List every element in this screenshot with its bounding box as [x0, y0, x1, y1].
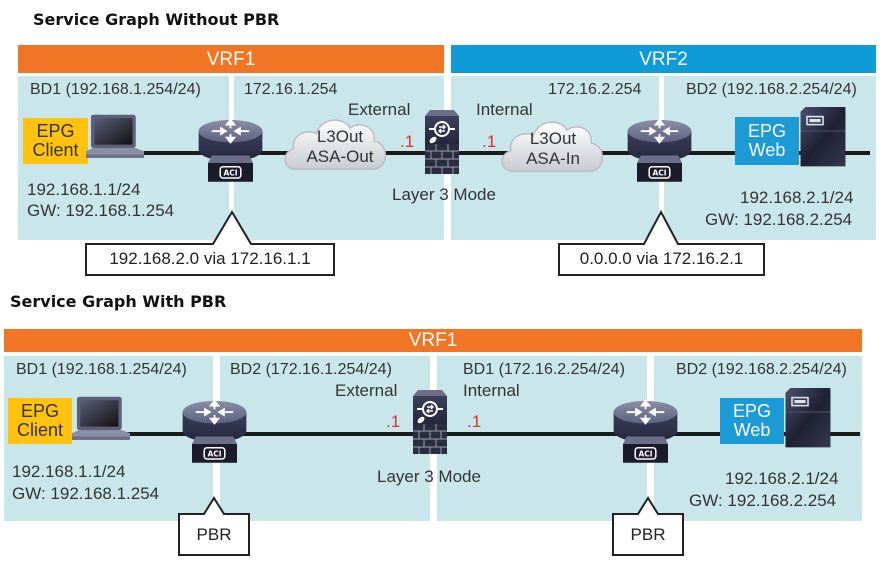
epg-text: EPG [36, 121, 75, 142]
server-icon [799, 106, 847, 168]
web-ip: 192.168.2.1/24 [740, 188, 854, 207]
default-route-callout: 0.0.0.0 via 172.16.2.1 [579, 249, 744, 268]
internal-ip-suffix: .1 [482, 132, 497, 151]
cloud-text: L3Out [316, 127, 364, 146]
cloud-text: ASA-Out [306, 146, 374, 166]
cloud-text: ASA-In [526, 148, 580, 168]
epg-text: EPG [747, 121, 786, 142]
client-gateway: GW: 192.168.1.254 [27, 201, 175, 220]
epg-text: Client [32, 140, 79, 160]
panel-bd1-internal [437, 356, 647, 521]
callout-shape [558, 209, 765, 276]
callout-shape [85, 210, 335, 276]
vrf1-bar: VRF1 [4, 329, 862, 352]
client-ip: 192.168.1.1/24 [27, 180, 141, 199]
l3out-asa-out-label: L3Out ASA-Out [305, 127, 375, 166]
l3out-asa-in-label: L3Out ASA-In [518, 129, 588, 168]
external-label: External [348, 100, 411, 119]
aci-leaf-switch-icon [197, 118, 264, 183]
firewall-mode-label: Layer 3 Mode [377, 467, 481, 486]
laptop-icon [72, 396, 130, 440]
panel-label: BD2 (192.168.2.254/24) [676, 361, 847, 378]
pbr-callout: PBR [630, 525, 666, 544]
epg-text: Web [733, 420, 771, 440]
firewall-icon [424, 110, 460, 175]
client-gateway: GW: 192.168.1.254 [12, 484, 160, 503]
internal-label: Internal [463, 381, 520, 400]
epg-text: Web [748, 140, 786, 160]
panel-label: 172.16.2.254 [548, 81, 642, 98]
network-link [115, 432, 860, 436]
heading-without-pbr: Service Graph Without PBR [33, 10, 280, 29]
aci-leaf-switch-icon [612, 399, 679, 464]
panel-label: 172.16.1.254 [244, 81, 338, 98]
laptop-icon [86, 114, 144, 158]
vrf1-bar: VRF1 [18, 45, 444, 73]
pbr-callout: PBR [196, 525, 232, 544]
web-gateway: GW: 192.168.2.254 [705, 210, 853, 229]
cloud-text: L3Out [529, 129, 577, 148]
external-label: External [335, 381, 398, 400]
epg-web-label: EPG Web [735, 117, 799, 165]
client-ip: 192.168.1.1/24 [12, 462, 126, 481]
epg-client-label: EPG Client [8, 398, 72, 444]
server-icon [784, 387, 832, 449]
epg-text: Client [16, 420, 64, 440]
vrf2-bar: VRF2 [451, 45, 876, 73]
network-link [130, 151, 870, 155]
aci-leaf-switch-icon [626, 118, 693, 183]
internal-ip-suffix: .1 [467, 412, 482, 431]
panel-label: BD1 (192.168.1.254/24) [30, 81, 201, 98]
external-ip-suffix: .1 [386, 412, 401, 431]
web-gateway: GW: 192.168.2.254 [689, 491, 837, 510]
panel-label: BD1 (192.168.1.254/24) [16, 361, 187, 378]
panel-label: BD1 (172.16.2.254/24) [463, 361, 625, 378]
internal-label: Internal [476, 100, 533, 119]
panel-bd2-external [220, 356, 430, 521]
firewall-icon [412, 390, 448, 455]
web-ip: 192.168.2.1/24 [725, 469, 839, 488]
epg-text: EPG [20, 401, 59, 422]
epg-web-label: EPG Web [720, 398, 784, 444]
external-ip-suffix: .1 [400, 132, 415, 151]
panel-label: BD2 (192.168.2.254/24) [686, 81, 857, 98]
epg-client-label: EPG Client [23, 118, 88, 164]
callout-shape [612, 496, 684, 556]
static-route-callout: 192.168.2.0 via 172.16.1.1 [109, 249, 311, 268]
firewall-mode-label: Layer 3 Mode [392, 185, 496, 204]
aci-leaf-switch-icon [181, 399, 248, 464]
panel-label: BD2 (172.16.1.254/24) [230, 361, 392, 378]
epg-text: EPG [732, 401, 771, 422]
callout-shape [178, 496, 250, 556]
heading-with-pbr: Service Graph With PBR [10, 292, 227, 311]
